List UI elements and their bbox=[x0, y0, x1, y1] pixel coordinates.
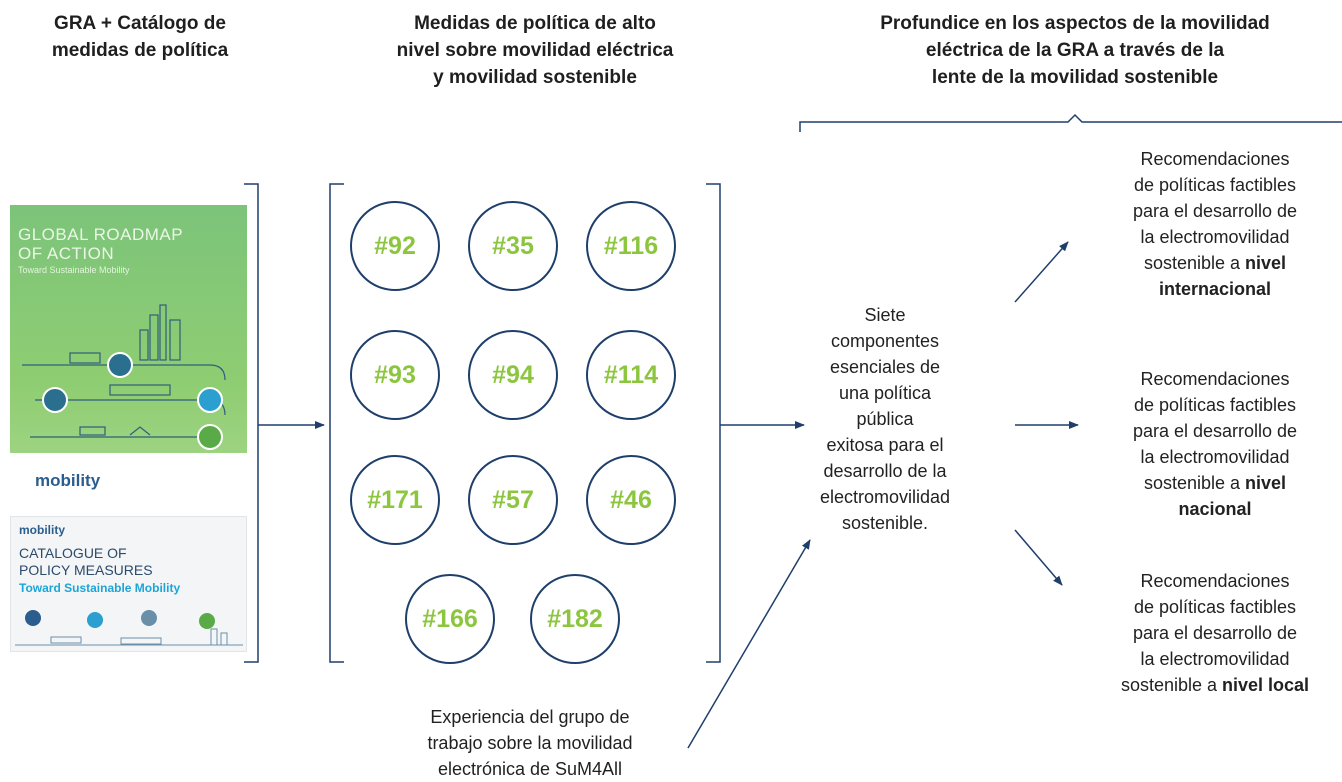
header-brace bbox=[799, 113, 1342, 132]
chart-icon bbox=[87, 612, 103, 628]
header-deep-dive: Profundice en los aspectos de la movilid… bbox=[880, 13, 1270, 88]
working-group-experience-text: Experiencia del grupo de trabajo sobre l… bbox=[427, 707, 633, 779]
level-label: nivel local bbox=[1222, 675, 1310, 695]
roadmap-illustration bbox=[22, 304, 226, 450]
catalogue-cover-title: CATALOGUE OF POLICY MEASURES bbox=[19, 545, 153, 578]
measure-circle: #35 bbox=[468, 201, 558, 291]
measure-circle: #166 bbox=[405, 574, 495, 664]
person-icon bbox=[42, 387, 68, 413]
measure-circle: #93 bbox=[350, 330, 440, 420]
header-high-level-measures: Medidas de política de alto nivel sobre … bbox=[396, 13, 674, 88]
covers-bracket bbox=[244, 183, 259, 663]
measures-right-bracket bbox=[706, 183, 721, 663]
measure-circle: #57 bbox=[468, 455, 558, 545]
header-gra-catalog: GRA + Catálogo de medidas de política bbox=[51, 13, 229, 61]
level-label: nivel internacional bbox=[1158, 253, 1287, 299]
bike-icon bbox=[197, 424, 223, 450]
catalogue-cover-image: mobility CATALOGUE OF POLICY MEASURES To… bbox=[10, 516, 247, 652]
seven-components-text: Siete componentes esenciales de una polí… bbox=[819, 305, 951, 533]
roadmap-cover-title: GLOBAL ROADMAP OF ACTION bbox=[18, 225, 184, 263]
roadmap-cover-footer: mobility bbox=[10, 453, 247, 505]
measure-circle: #46 bbox=[586, 455, 676, 545]
person-icon bbox=[141, 610, 157, 626]
measure-circle: #171 bbox=[350, 455, 440, 545]
measures-left-bracket bbox=[329, 183, 344, 663]
arrow-center-to-international bbox=[1014, 241, 1069, 303]
roadmap-cover-image: GLOBAL ROADMAP OF ACTION Toward Sustaina… bbox=[10, 205, 247, 505]
mobility-logo: mobility bbox=[35, 471, 101, 490]
mobility-logo: mobility bbox=[19, 523, 66, 537]
recommendation-local: Recomendaciones de políticas factibles p… bbox=[1120, 571, 1310, 695]
catalogue-cover-subtitle: Toward Sustainable Mobility bbox=[19, 581, 181, 595]
measure-circle: #94 bbox=[468, 330, 558, 420]
roadmap-cover-subtitle: Toward Sustainable Mobility bbox=[18, 265, 130, 275]
recommendation-international: Recomendaciones de políticas factibles p… bbox=[1132, 149, 1298, 299]
arrow-experience-to-center bbox=[687, 539, 811, 749]
arrow-center-to-local bbox=[1014, 529, 1063, 586]
level-label: nivel nacional bbox=[1178, 473, 1287, 519]
catalogue-illustration bbox=[15, 610, 243, 646]
globe-icon bbox=[25, 610, 41, 626]
measure-circle: #114 bbox=[586, 330, 676, 420]
globe-icon bbox=[107, 352, 133, 378]
measure-circle: #182 bbox=[530, 574, 620, 664]
measure-circle: #116 bbox=[586, 201, 676, 291]
recommendation-national: Recomendaciones de políticas factibles p… bbox=[1132, 369, 1298, 519]
measure-circle: #92 bbox=[350, 201, 440, 291]
bike-icon bbox=[199, 613, 215, 629]
chart-icon bbox=[197, 387, 223, 413]
